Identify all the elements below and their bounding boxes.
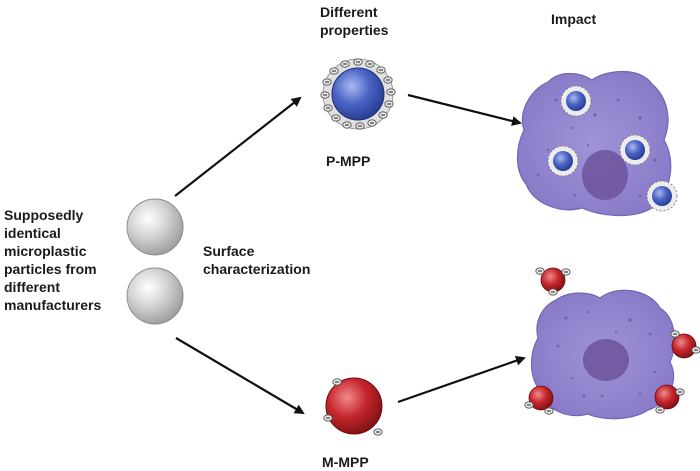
surface-characterization-label: Surface characterization bbox=[203, 243, 311, 277]
m-mpp-particle bbox=[323, 377, 383, 436]
cell-top-nucleus bbox=[582, 150, 628, 200]
properties-label: Different properties bbox=[320, 4, 389, 38]
cell-bottom-attached-particles bbox=[524, 267, 700, 415]
cell-bottom-nucleus bbox=[583, 339, 629, 381]
source-particles-label: Supposedly identical microplastic partic… bbox=[4, 207, 102, 313]
arrow-p-mpp-to-cell bbox=[407, 93, 522, 126]
cell-bottom bbox=[530, 289, 676, 420]
p-mpp-label: P-MPP bbox=[326, 153, 371, 169]
cell-top-internalized-particles bbox=[547, 85, 678, 212]
m-mpp-label: M-MPP bbox=[322, 454, 369, 470]
arrow-to-m-mpp bbox=[175, 337, 305, 415]
gray-particle-top bbox=[126, 198, 184, 256]
gray-particle-bottom bbox=[126, 267, 184, 325]
impact-label: Impact bbox=[551, 11, 597, 27]
cell-top bbox=[516, 71, 678, 217]
arrow-to-p-mpp bbox=[174, 96, 302, 197]
arrow-m-mpp-to-cell bbox=[397, 355, 526, 404]
p-mpp-particle bbox=[320, 58, 396, 130]
